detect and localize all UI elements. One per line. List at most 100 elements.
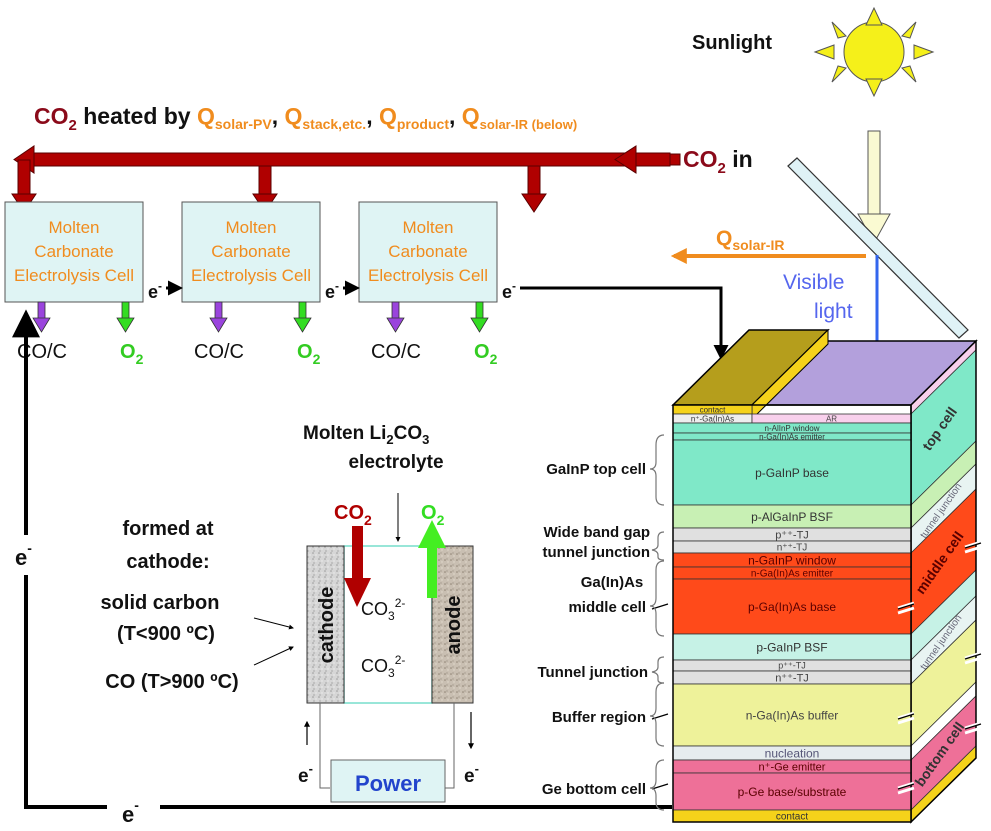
pv-layer-ge-base: p-Ge base/substrate bbox=[672, 772, 912, 811]
carbonate-ion-1: CO32- bbox=[361, 596, 405, 623]
svg-text:Electrolysis Cell: Electrolysis Cell bbox=[191, 266, 311, 285]
co-pointer bbox=[253, 646, 294, 666]
region-brackets bbox=[649, 434, 665, 811]
co2-manifold bbox=[11, 145, 681, 213]
power-circuit-left bbox=[319, 703, 330, 789]
product-o2-1: O2 bbox=[120, 341, 144, 367]
region-label-wide-bandgap-1: Wide band gap bbox=[543, 524, 650, 541]
carbon-pointer bbox=[253, 617, 294, 630]
pv-layer-mid-base: p-Ga(In)As base bbox=[672, 578, 912, 635]
pv-layer-top-bsf: p-AlGaInP BSF bbox=[672, 504, 912, 529]
pv-layer-label: p-Ge base/substrate bbox=[738, 785, 847, 799]
detail-o2-label: O2 bbox=[421, 502, 445, 528]
anode-electrode bbox=[431, 545, 474, 704]
pv-layer-tj2-p: p⁺⁺-TJ bbox=[672, 659, 912, 672]
break-marks bbox=[651, 540, 982, 795]
electron-label-1: e- bbox=[148, 279, 162, 302]
cathode-electrode bbox=[306, 545, 345, 704]
co2-in-label: CO2 in bbox=[683, 146, 753, 177]
pv-layer-label: n⁺⁺-TJ bbox=[777, 543, 808, 554]
pv-layer-ar: AR bbox=[751, 413, 912, 424]
region-label-tunnel-junction: Tunnel junction bbox=[537, 664, 648, 681]
region-label-wide-bandgap-2: tunnel junction bbox=[543, 544, 650, 561]
formed-at-line4: (T<900 ºC) bbox=[117, 623, 215, 645]
pv-layer-label: n-Ga(In)As buffer bbox=[746, 708, 838, 722]
power-electron-right: e- bbox=[464, 761, 479, 787]
pv-layer-label: contact bbox=[776, 812, 808, 823]
svg-text:Molten: Molten bbox=[225, 218, 276, 237]
product-co-2: CO/C bbox=[194, 341, 244, 363]
pv-layer-mid-bsf: p-GaInP BSF bbox=[672, 633, 912, 661]
electrolyte-label-2: electrolyte bbox=[348, 452, 443, 473]
pv-layer-label: nucleation bbox=[765, 746, 820, 760]
svg-text:Electrolysis Cell: Electrolysis Cell bbox=[14, 266, 134, 285]
svg-text:Molten: Molten bbox=[48, 218, 99, 237]
svg-text:Carbonate: Carbonate bbox=[34, 242, 113, 261]
visible-light-label-1: Visible bbox=[783, 271, 844, 294]
region-label-ge-bottom: Ge bottom cell bbox=[542, 781, 646, 798]
pv-layer-fill bbox=[672, 633, 912, 661]
visible-light-label-2: light bbox=[814, 300, 853, 323]
pv-layer-nucleation: nucleation bbox=[672, 745, 912, 761]
electrolyte-label-1: Molten Li2CO3 bbox=[303, 423, 429, 447]
pv-layer-label: p⁺⁺-TJ bbox=[778, 661, 806, 671]
pv-layer-label: n⁺-Ga(In)As bbox=[691, 414, 734, 423]
pv-layer-tj1-n: n⁺⁺-TJ bbox=[672, 540, 912, 554]
cathode-label: cathode bbox=[316, 587, 338, 664]
electrolysis-cell-2: Molten Carbonate Electrolysis Cell bbox=[181, 201, 321, 303]
pv-layer-ge-emitter: n⁺-Ge emitter bbox=[672, 759, 912, 773]
power-electron-left: e- bbox=[298, 761, 313, 787]
anode-label: anode bbox=[443, 596, 465, 655]
beam-splitter-mirror bbox=[787, 157, 969, 339]
pv-layer-cap: n⁺-Ga(In)As bbox=[672, 413, 753, 424]
formed-at-line2: cathode: bbox=[126, 551, 209, 573]
electron-label-2: e- bbox=[325, 279, 339, 302]
sun-icon bbox=[813, 6, 935, 98]
electrolysis-cell-3: Molten Carbonate Electrolysis Cell bbox=[358, 201, 498, 303]
carbonate-ion-2: CO32- bbox=[361, 653, 405, 680]
svg-text:Molten: Molten bbox=[402, 218, 453, 237]
product-co-3: CO/C bbox=[371, 341, 421, 363]
pv-layer-label: AR bbox=[826, 414, 837, 423]
pv-layer-mid-emitter: n-Ga(In)As emitter bbox=[672, 566, 912, 580]
pv-layer-tj2-n: n⁺⁺-TJ bbox=[672, 670, 912, 684]
pv-layer-fill bbox=[672, 439, 912, 506]
svg-text:Electrolysis Cell: Electrolysis Cell bbox=[368, 266, 488, 285]
electron-return-label-bottom: e- bbox=[122, 797, 139, 827]
pv-layer-label: n⁺⁺-TJ bbox=[775, 672, 809, 684]
pv-layer-label: n-AlInP window bbox=[765, 424, 820, 433]
product-arrows bbox=[32, 301, 489, 333]
detail-co2-arrow bbox=[344, 526, 371, 607]
pv-layer-label: p-Ga(In)As base bbox=[748, 600, 836, 614]
pv-layer-contact-bottom: contact bbox=[672, 809, 912, 823]
region-label-buffer: Buffer region bbox=[552, 709, 646, 726]
sunlight-arrow bbox=[857, 130, 891, 245]
electrolysis-cell-1: Molten Carbonate Electrolysis Cell bbox=[4, 201, 144, 303]
pv-layer-label: p-AlGaInP BSF bbox=[751, 510, 833, 524]
detail-co2-label: CO2 bbox=[334, 502, 372, 528]
header-title: CO2 heated by Qsolar-PV, Qstack,etc., Qp… bbox=[34, 103, 577, 134]
power-circuit-right bbox=[445, 703, 455, 789]
sunlight-label: Sunlight bbox=[692, 32, 772, 54]
pv-layer-top-base: p-GaInP base bbox=[672, 439, 912, 506]
svg-text:Carbonate: Carbonate bbox=[211, 242, 290, 261]
electron-label-3: e- bbox=[502, 279, 516, 302]
pv-layer-label: n-Ga(In)As emitter bbox=[751, 569, 834, 580]
pv-layer-label: p-GaInP base bbox=[755, 466, 829, 480]
region-label-middle-cell-2: middle cell bbox=[568, 599, 646, 616]
solar-ir-label: Qsolar-IR bbox=[716, 227, 784, 253]
product-o2-2: O2 bbox=[297, 341, 321, 367]
product-co-1: CO/C bbox=[17, 341, 67, 363]
formed-at-line3: solid carbon bbox=[101, 592, 220, 614]
svg-text:Carbonate: Carbonate bbox=[388, 242, 467, 261]
pv-layer-label: n-Ga(In)As emitter bbox=[759, 432, 825, 441]
region-label-top-cell: GaInP top cell bbox=[546, 461, 646, 478]
region-label-middle-cell-1: Ga(In)As bbox=[581, 574, 644, 591]
formed-at-line5: CO (T>900 ºC) bbox=[105, 671, 238, 693]
detail-o2-arrow bbox=[418, 520, 446, 598]
pv-layer-label: n-GaInP window bbox=[748, 553, 836, 567]
electron-return-loop-2 bbox=[11, 309, 107, 809]
pv-layer-buffer: n-Ga(In)As buffer bbox=[672, 683, 912, 747]
formed-at-line1: formed at bbox=[122, 518, 213, 540]
